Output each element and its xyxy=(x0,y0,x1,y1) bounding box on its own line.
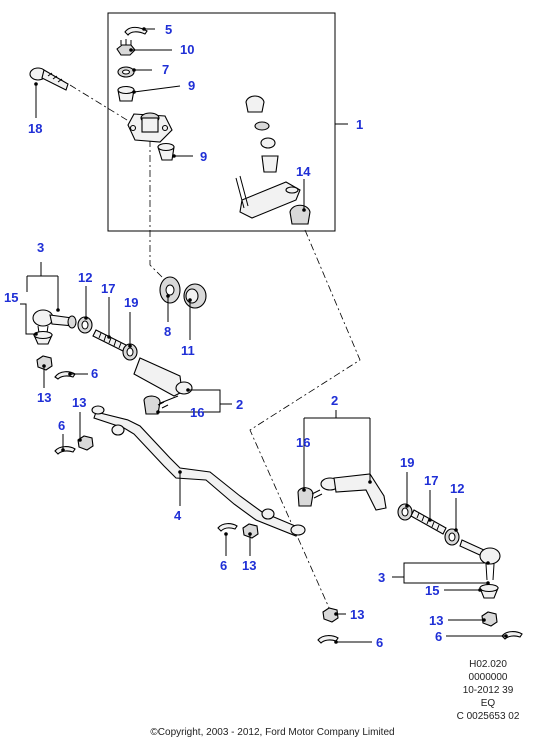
callout-16-right: 16 xyxy=(296,435,310,450)
reference-line: EQ xyxy=(480,698,496,709)
callout-13-left: 13 xyxy=(37,390,51,405)
assembly-box xyxy=(107,12,336,232)
callout-6-bottom: 6 xyxy=(376,635,383,650)
tie-rod-end-left xyxy=(32,309,77,341)
nut-13-center xyxy=(242,523,259,539)
callout-6-right: 6 xyxy=(435,629,442,644)
reference-line: 0000000 xyxy=(468,672,508,683)
callout-9-upper: 9 xyxy=(188,78,195,93)
bushing-9-upper xyxy=(117,85,135,102)
idler-arm-1 xyxy=(235,95,311,225)
nut-13-center-left xyxy=(77,435,94,451)
callout-10: 10 xyxy=(180,42,194,57)
nut-13-left-a xyxy=(36,355,53,371)
tie-rod-end-right xyxy=(459,539,501,581)
callout-9-lower: 9 xyxy=(200,149,207,164)
callout-19-left: 19 xyxy=(124,295,138,310)
cotter-6-center-left xyxy=(54,446,76,455)
cotter-6-center xyxy=(217,523,238,532)
nut-13-right xyxy=(481,611,498,627)
reference-line: C 0025653 02 xyxy=(456,711,520,722)
reference-line: H02.020 xyxy=(469,659,507,670)
callout-3-right: 3 xyxy=(378,570,385,585)
reference-line: 10-2012 39 xyxy=(462,685,514,696)
tie-rod-16-right xyxy=(297,473,387,511)
clamp-12-right xyxy=(444,528,460,546)
center-link-4 xyxy=(91,405,306,537)
sleeve-17-right xyxy=(410,509,447,535)
clamp-12-left xyxy=(77,316,93,334)
boot-15-left xyxy=(33,330,53,345)
callout-18: 18 xyxy=(28,121,42,136)
bolt-18 xyxy=(29,67,69,91)
centerline-idler xyxy=(249,229,361,611)
callout-12-left: 12 xyxy=(78,270,92,285)
centerline-pitman xyxy=(69,84,169,284)
nut-10 xyxy=(116,39,136,56)
callout-13-right: 13 xyxy=(429,613,443,628)
callout-3-left: 3 xyxy=(37,240,44,255)
reference-block: H02.020 0000000 10-2012 39 EQ C 0025653 … xyxy=(443,658,533,723)
callout-13-center: 13 xyxy=(242,558,256,573)
idler-bracket xyxy=(127,112,173,143)
leader-lines xyxy=(20,27,508,644)
bushing-11 xyxy=(183,283,207,309)
callout-2-right: 2 xyxy=(331,393,338,408)
callout-6-center-left: 6 xyxy=(58,418,65,433)
callout-2-left: 2 xyxy=(236,397,243,412)
callout-11: 11 xyxy=(181,343,195,358)
callout-4: 4 xyxy=(174,508,182,523)
callout-6-left: 6 xyxy=(91,366,98,381)
callout-14: 14 xyxy=(296,164,311,179)
copyright-notice: ©Copyright, 2003 - 2012, Ford Motor Comp… xyxy=(150,727,395,738)
callout-13-bottom: 13 xyxy=(350,607,364,622)
callout-17-right: 17 xyxy=(424,473,438,488)
tie-rod-16-left xyxy=(133,357,193,415)
washer-8 xyxy=(159,276,181,304)
callout-6-center: 6 xyxy=(220,558,227,573)
callout-15-right: 15 xyxy=(425,583,439,598)
callout-8: 8 xyxy=(164,324,171,339)
bushing-9-lower xyxy=(157,142,175,161)
boot-15-right xyxy=(479,583,499,599)
callout-12-right: 12 xyxy=(450,481,464,496)
cotter-6-left xyxy=(54,371,76,380)
callout-15-left: 15 xyxy=(4,290,18,305)
callout-19-right: 19 xyxy=(400,455,414,470)
callout-7: 7 xyxy=(162,62,169,77)
washer-7 xyxy=(117,66,135,78)
callout-17-left: 17 xyxy=(101,281,115,296)
clamp-19-right xyxy=(397,503,413,521)
nut-13-bottom xyxy=(322,607,339,623)
callout-16-left: 16 xyxy=(190,405,204,420)
callout-5: 5 xyxy=(165,22,172,37)
callout-1: 1 xyxy=(356,117,363,132)
cotter-pin-5 xyxy=(124,26,148,36)
callout-13-center-left: 13 xyxy=(72,395,86,410)
